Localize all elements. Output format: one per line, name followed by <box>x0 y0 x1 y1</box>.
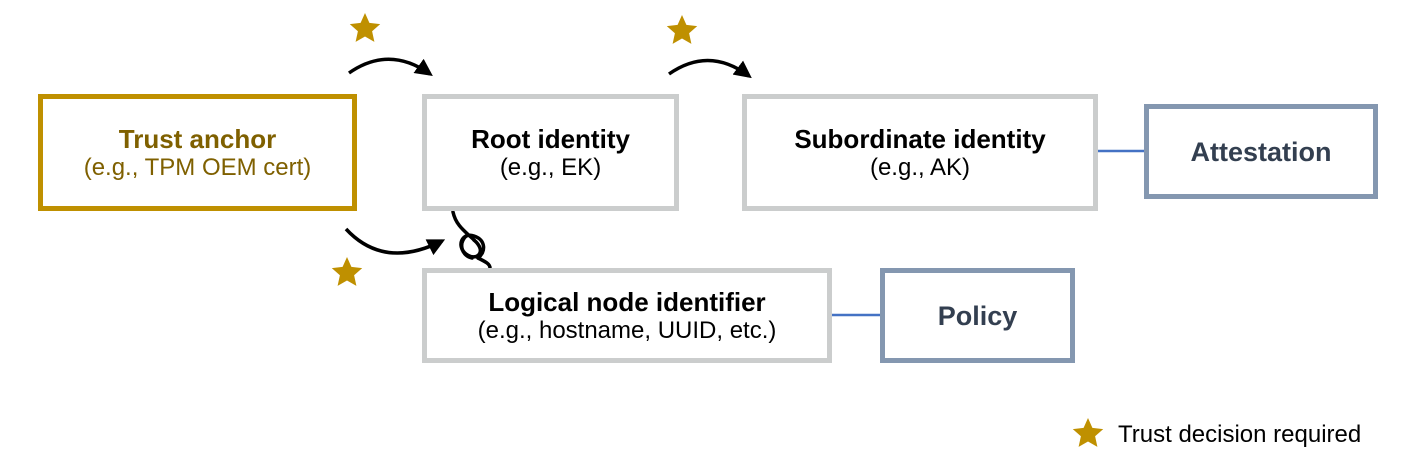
logical-node-box: Logical node identifier (e.g., hostname,… <box>422 268 832 363</box>
star-icon <box>666 15 698 44</box>
subordinate-identity-subtitle: (e.g., AK) <box>869 153 971 181</box>
logical-node-title: Logical node identifier <box>488 286 766 317</box>
star-icon <box>349 13 381 42</box>
legend-star-icon <box>1072 418 1104 447</box>
attestation-box: Attestation <box>1144 104 1378 199</box>
policy-title: Policy <box>937 300 1018 331</box>
subordinate-identity-box: Subordinate identity (e.g., AK) <box>742 94 1098 211</box>
logical-node-subtitle: (e.g., hostname, UUID, etc.) <box>477 316 777 344</box>
arrow-trust-to-logical <box>344 227 446 256</box>
subordinate-identity-title: Subordinate identity <box>794 123 1046 154</box>
star-icon <box>331 257 363 286</box>
attestation-title: Attestation <box>1190 136 1332 167</box>
knot-link-icon <box>451 210 492 270</box>
root-identity-box: Root identity (e.g., EK) <box>422 94 679 211</box>
trust-anchor-title: Trust anchor <box>118 123 277 154</box>
root-identity-title: Root identity <box>471 123 630 154</box>
arrow-root-to-subordinate <box>667 58 752 79</box>
arrow-trust-to-root <box>347 57 433 77</box>
trust-anchor-box: Trust anchor (e.g., TPM OEM cert) <box>38 94 357 211</box>
root-identity-subtitle: (e.g., EK) <box>499 153 602 181</box>
policy-box: Policy <box>880 268 1075 363</box>
trust-anchor-subtitle: (e.g., TPM OEM cert) <box>83 153 312 181</box>
legend-label: Trust decision required <box>1118 421 1362 448</box>
